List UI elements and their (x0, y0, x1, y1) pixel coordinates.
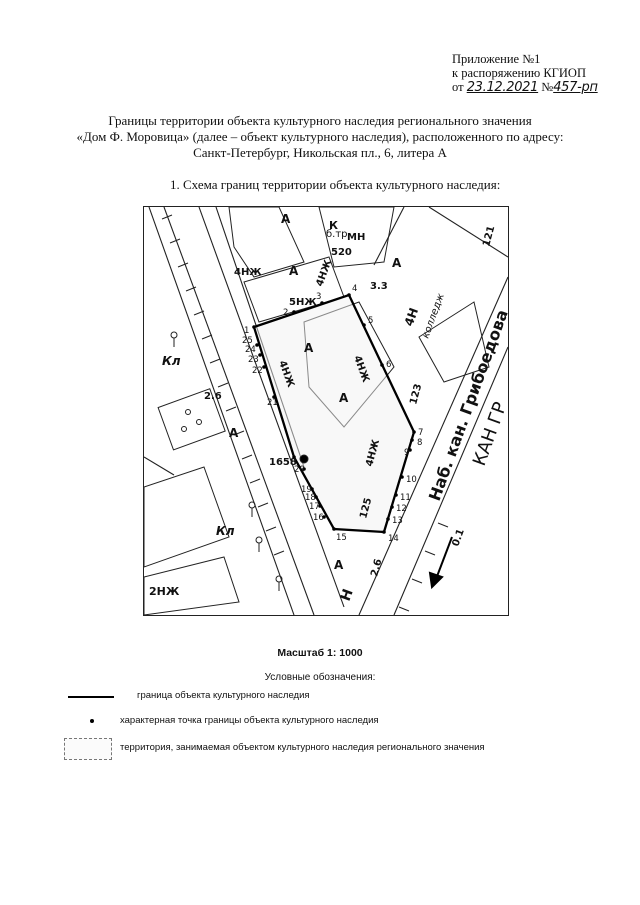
square-label: Н (338, 587, 357, 603)
point-label-25: 25 (242, 336, 253, 346)
label-a-main: А (339, 391, 349, 405)
label-kl-left: Кл (162, 354, 181, 368)
point-label-13: 13 (392, 516, 403, 526)
label-2nzh: 2НЖ (149, 585, 180, 598)
spot-height-1: 3.3 (370, 281, 388, 292)
label-kl-bottom: Кл (216, 524, 235, 538)
title-line-2: «Дом Ф. Моровица» (далее – объект культу… (76, 129, 564, 144)
label-a-mid: А (289, 264, 299, 278)
point-label-10: 10 (406, 475, 417, 485)
label-a-right: А (392, 256, 402, 270)
label-a-top: А (281, 212, 291, 226)
map-scale: Масштаб 1: 1000 (277, 647, 363, 659)
heritage-boundary (252, 293, 416, 534)
point-label-12: 12 (396, 504, 407, 514)
label-a-left: А (229, 426, 239, 440)
point-label-2: 2 (283, 308, 288, 318)
boundary-point-icon (90, 719, 94, 723)
title-line-1: Границы территории объекта культурного н… (108, 113, 532, 128)
document-title: Границы территории объекта культурного н… (0, 113, 640, 161)
point-label-6: 6 (386, 360, 391, 370)
point-label-5: 5 (368, 316, 373, 326)
label-tr-number: 520 (331, 247, 352, 258)
boundary-map: А К МН б.тр 520 А 4НЖ А 5НЖ 4НЖ Кл А 4НЖ… (143, 206, 509, 616)
point-label-19: 19 (301, 485, 312, 495)
boundary-point-numbers: 1 2 3 4 5 6 7 8 9 10 11 12 13 14 15 16 1… (242, 284, 423, 544)
spot-height-5: 0.1 (450, 528, 466, 548)
flow-arrow-icon (428, 536, 453, 590)
map-svg: А К МН б.тр 520 А 4НЖ А 5НЖ 4НЖ Кл А 4НЖ… (144, 207, 508, 615)
label-123: 123 (408, 383, 424, 406)
spot-height-3: 1658 (269, 457, 297, 468)
spot-height-2: 2.6 (204, 391, 222, 402)
point-label-1: 1 (244, 326, 249, 336)
label-college: колледж (420, 292, 446, 340)
map-utility-symbols (170, 331, 309, 591)
legend-label-boundary: граница объекта культурного наследия (137, 690, 310, 701)
point-label-20: 20 (294, 465, 305, 475)
label-4n: 4Н (402, 306, 421, 328)
point-label-17: 17 (309, 502, 320, 512)
label-mn: МН (347, 232, 365, 243)
point-label-23: 23 (248, 355, 259, 365)
label-5nzh: 5НЖ (289, 297, 317, 308)
boundary-line-icon (68, 696, 114, 698)
point-label-24: 24 (245, 345, 256, 355)
label-kn: К (329, 219, 338, 232)
title-line-3: Санкт-Петербург, Никольская пл., 6, лите… (193, 145, 447, 160)
appendix-order: к распоряжению КГИОП (452, 66, 586, 80)
boundary-points (252, 293, 416, 534)
map-street-lines (144, 207, 508, 615)
point-label-11: 11 (400, 493, 411, 503)
label-b-tr: б.тр (326, 229, 348, 240)
legend-label-point: характерная точка границы объекта культу… (120, 715, 379, 726)
label-125: 125 (358, 497, 374, 520)
point-label-14: 14 (388, 534, 399, 544)
appendix-date: 23.12.2021 (466, 80, 539, 95)
label-121: 121 (481, 225, 497, 248)
point-label-15: 15 (336, 533, 347, 543)
appendix-from-label: от (452, 80, 464, 94)
point-label-4: 4 (352, 284, 357, 294)
map-rail-hatching (161, 214, 449, 612)
point-label-3: 3 (316, 292, 321, 302)
label-a-bottom: А (334, 558, 344, 572)
scheme-caption: 1. Схема границ территории объекта культ… (170, 177, 501, 192)
appendix-date-line: от 23.12.2021 №457-рп (452, 80, 602, 95)
point-label-8: 8 (417, 438, 422, 448)
label-a-court: А (304, 341, 314, 355)
point-label-9: 9 (404, 448, 409, 458)
point-label-22: 22 (252, 366, 263, 376)
label-4nzh-2: 4НЖ (314, 258, 334, 288)
spot-height-4: 2.6 (369, 558, 384, 578)
legend-title: Условные обозначения: (264, 672, 376, 683)
territory-area-icon (64, 738, 112, 760)
appendix-number-label: № (541, 80, 554, 94)
point-label-21: 21 (267, 398, 278, 408)
point-label-16: 16 (313, 513, 324, 523)
point-label-18: 18 (305, 493, 316, 503)
label-4nzh-1: 4НЖ (234, 267, 262, 278)
appendix-number: 457-рп (553, 80, 598, 95)
appendix-title: Приложение №1 (452, 52, 541, 66)
appendix-header: Приложение №1 к распоряжению КГИОП от 23… (452, 52, 602, 95)
legend-label-area: территория, занимаемая объектом культурн… (120, 742, 485, 753)
point-label-7: 7 (418, 428, 423, 438)
